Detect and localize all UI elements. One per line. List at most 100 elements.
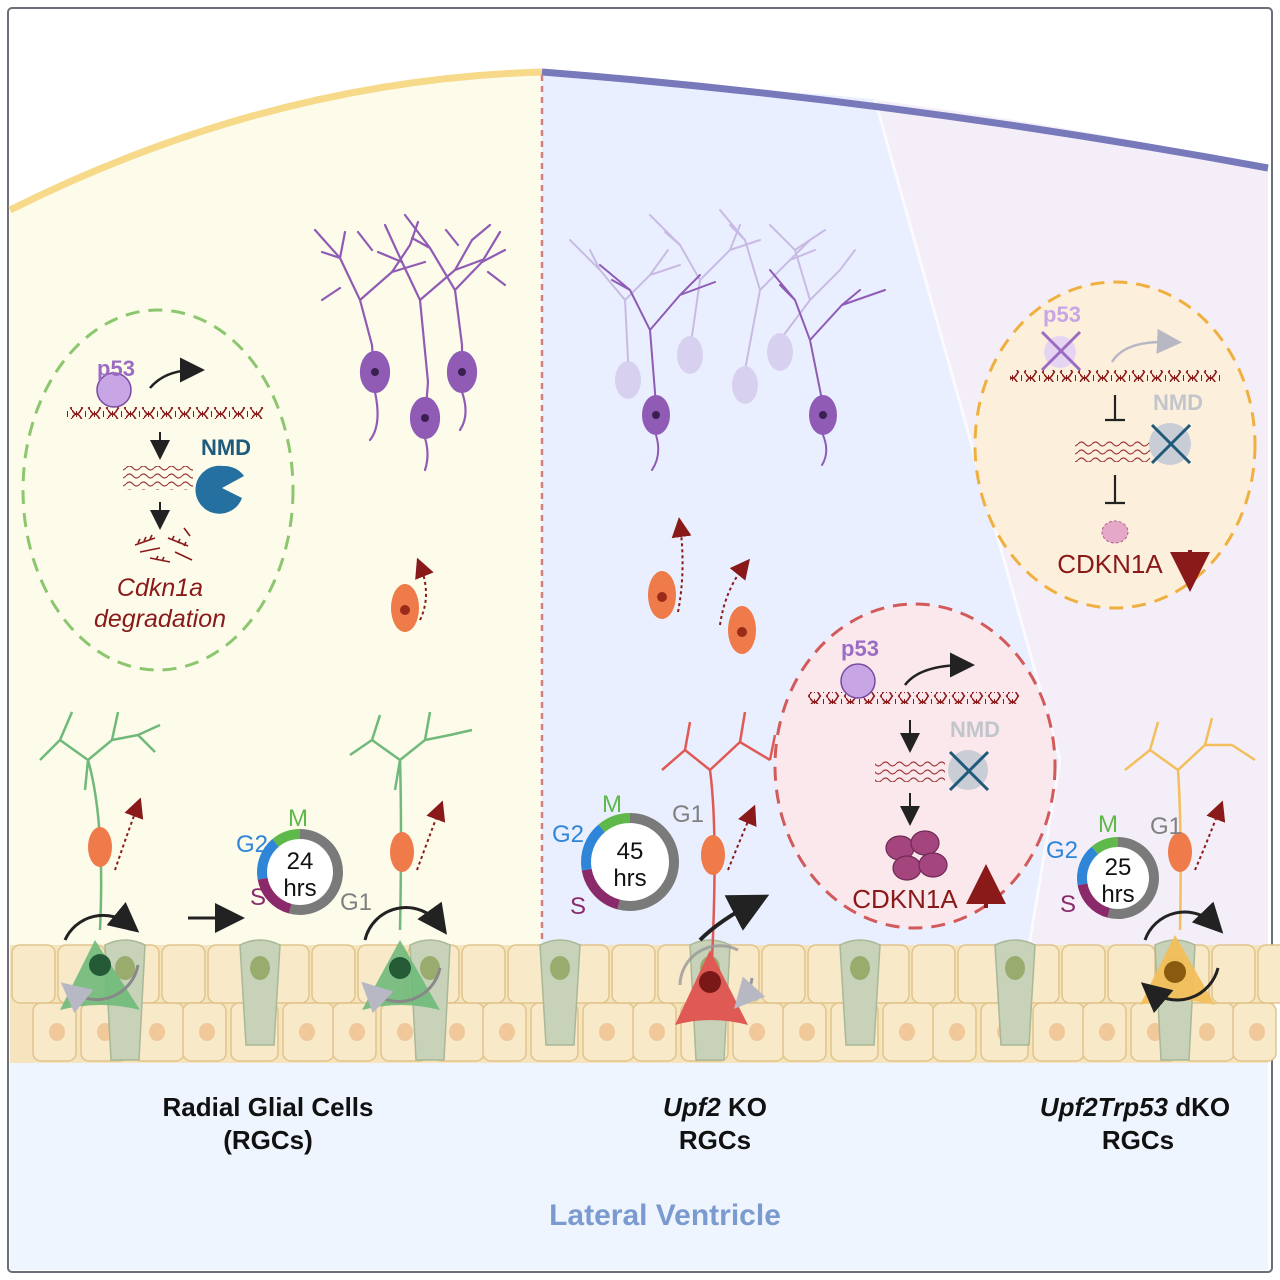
phase-label-g2: G2 [1046, 837, 1078, 864]
nmd-cross [1150, 423, 1192, 465]
vz-radial-glia [539, 939, 581, 1046]
g1-phase-arc [1107, 837, 1159, 919]
vz-cell [161, 944, 206, 1004]
wt-radial-glia-2 [349, 711, 473, 1014]
g1-phase-arc [288, 829, 343, 915]
phase-label-m: M [288, 805, 308, 832]
m-phase-arc [272, 829, 301, 847]
wt-caption-line2: (RGCs) [223, 1125, 313, 1155]
phase-label-g1: G1 [340, 889, 372, 916]
mrna [875, 760, 945, 782]
vz-cell [761, 944, 806, 1004]
cycle-background [586, 818, 674, 906]
pial-surface-wt [8, 68, 543, 214]
phase-label-g1: G1 [672, 801, 704, 828]
ko-radial-glia [661, 711, 777, 1025]
vz-glia-nucleus [850, 956, 870, 980]
dna-strand [66, 407, 264, 419]
cdkn1a-label: CDKN1A [852, 884, 958, 914]
vz-nucleus [499, 1023, 515, 1041]
dko-radial-glia [1124, 717, 1256, 1014]
nmd-label: NMD [950, 717, 1000, 742]
vz-cell [911, 944, 956, 1004]
cycle-duration: 25 [1105, 854, 1132, 881]
vz-cell [461, 944, 506, 1004]
vz-cell [1257, 944, 1280, 1004]
vz-cell [11, 944, 56, 1004]
ko-neurons [569, 209, 886, 471]
vz-nucleus [749, 1023, 765, 1041]
cdkn1a-label: Cdkn1a [117, 574, 203, 602]
vz-nucleus [349, 1023, 365, 1041]
wt-panel-bg [10, 72, 542, 1060]
nmd-cross [948, 750, 990, 792]
phase-label-g1: G1 [1150, 813, 1182, 840]
ventricular-zone [10, 939, 1280, 1063]
cycle-background [262, 834, 338, 910]
vz-nucleus [397, 1023, 413, 1041]
migrating-cell-ko-1 [648, 517, 692, 619]
vz-nucleus [299, 1023, 315, 1041]
ko-mechanism-inset: p53 NMD CDKN1A [773, 602, 1057, 930]
dna-strand [808, 692, 1020, 704]
m-phase-arc [598, 813, 631, 833]
vz-radial-glia [239, 939, 281, 1046]
wt-mechanism-inset: p53 NMD Cdkn1a degradation [21, 308, 295, 672]
vz-nucleus [149, 1023, 165, 1041]
p53-protein [840, 663, 876, 699]
m-phase-arc [1091, 837, 1119, 855]
migrating-cell-ko-2 [719, 558, 756, 654]
vz-cell [1211, 944, 1256, 1004]
mrna [123, 466, 193, 490]
ko-caption-line2: RGCs [679, 1125, 751, 1155]
g1-phase-arc [617, 813, 679, 911]
dko-mechanism-inset: p53 NMD CDKN1A [973, 280, 1257, 610]
inhibition-bar-2 [1105, 475, 1125, 505]
g2-phase-arc [257, 839, 280, 880]
cycle-unit: hrs [1101, 881, 1134, 908]
phase-label-s: S [570, 893, 586, 920]
mrna [1075, 440, 1150, 462]
vz-nucleus [949, 1023, 965, 1041]
vz-nucleus [1199, 1023, 1215, 1041]
phase-label-s: S [1060, 891, 1076, 918]
transcription-arrow-faded [1110, 328, 1182, 363]
vz-nucleus [599, 1023, 615, 1041]
ventricle-region [10, 1062, 1268, 1270]
vz-glia-nucleus [115, 956, 135, 980]
phase-label-g2: G2 [236, 831, 268, 858]
vz-cell [1061, 944, 1106, 1004]
vz-cell [311, 944, 356, 1004]
phase-label-g2: G2 [552, 821, 584, 848]
pial-surface-mutant [541, 68, 1269, 172]
vz-nucleus [1249, 1023, 1265, 1041]
panel-captions: Radial Glial Cells (RGCs) Upf2 KO RGCs U… [163, 1092, 1231, 1232]
phase-label-m: M [1098, 811, 1118, 838]
p53-label: p53 [1043, 302, 1081, 327]
ko-caption-line1: Upf2 KO [663, 1092, 767, 1122]
vz-nucleus [899, 1023, 915, 1041]
nmd-pacman [195, 465, 244, 514]
phase-label-s: S [250, 884, 266, 911]
vz-glia-nucleus [550, 956, 570, 980]
cdkn1a-protein-low [1101, 520, 1129, 544]
vz-nucleus [799, 1023, 815, 1041]
degraded-fragments [134, 527, 193, 563]
g2-phase-arc [581, 824, 606, 871]
vz-radial-glia [839, 939, 881, 1046]
p53-label: p53 [841, 636, 879, 661]
cycle-background [1082, 842, 1154, 914]
migrating-cells [391, 517, 756, 654]
g2-phase-arc [1077, 846, 1099, 886]
cdkn1a-protein-cluster [885, 830, 948, 881]
nmd-label: NMD [1153, 390, 1203, 415]
s-phase-arc [581, 868, 621, 910]
wt-neurons [313, 213, 507, 472]
dko-caption-line2: RGCs [1102, 1125, 1174, 1155]
vz-glia-nucleus [420, 956, 440, 980]
